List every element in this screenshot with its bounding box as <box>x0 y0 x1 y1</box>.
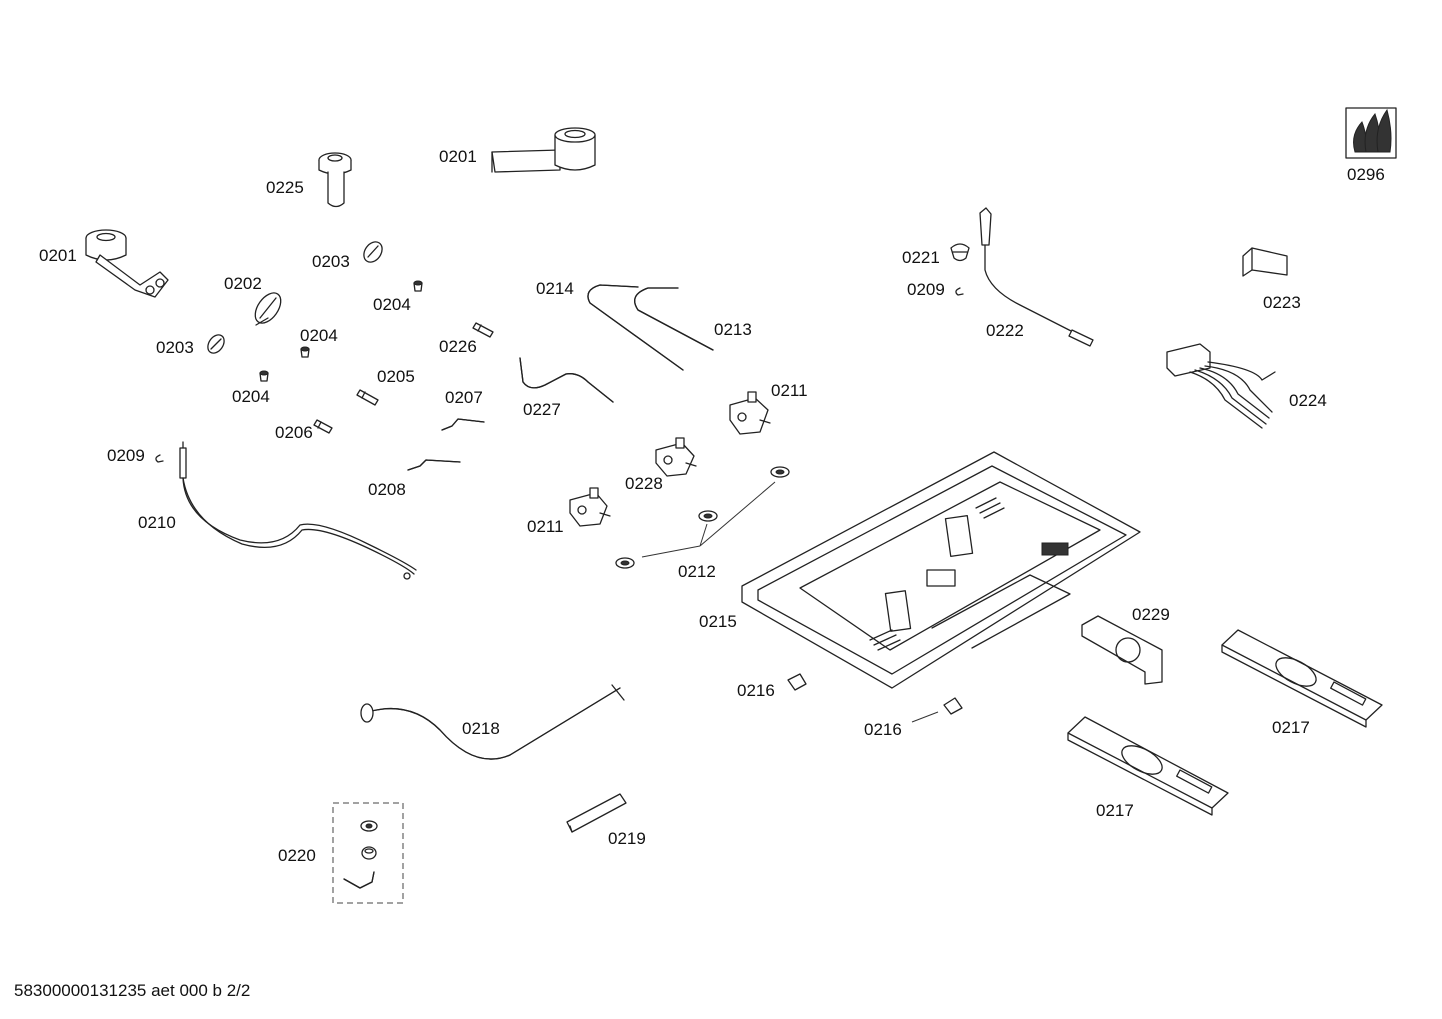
part-0210-thermocouple[interactable] <box>179 441 417 580</box>
label-0211-b: 0211 <box>527 517 564 536</box>
label-0209-a: 0209 <box>107 446 145 465</box>
label-0210: 0210 <box>138 513 176 532</box>
label-0219: 0219 <box>608 829 646 848</box>
label-0201-left: 0201 <box>39 246 77 265</box>
part-0209-clip-b[interactable] <box>955 287 964 296</box>
part-0205-injector[interactable] <box>356 389 379 406</box>
part-0209-clip-a[interactable] <box>155 454 164 463</box>
label-0203-b: 0203 <box>156 338 194 357</box>
label-0212: 0212 <box>678 562 716 581</box>
part-0225-burner-small[interactable] <box>318 152 352 208</box>
part-0212-washers[interactable] <box>615 466 790 569</box>
label-0204-c: 0204 <box>232 387 270 406</box>
label-0213: 0213 <box>714 320 752 339</box>
label-0214: 0214 <box>536 279 574 298</box>
label-0229: 0229 <box>1132 605 1170 624</box>
part-0204-nozzle-a[interactable] <box>413 280 423 292</box>
part-0216-clip-a[interactable] <box>787 673 807 691</box>
label-0215: 0215 <box>699 612 737 631</box>
document-reference-footer: 58300000131235 aet 000 b 2/2 <box>14 981 251 1000</box>
label-0204-a: 0204 <box>373 295 411 314</box>
part-0223-connector-box[interactable] <box>1242 247 1288 277</box>
part-0228-valve[interactable] <box>655 437 697 477</box>
part-0208-bent-pipe[interactable] <box>407 459 461 471</box>
part-0218-gas-pipe[interactable] <box>360 684 625 760</box>
label-0201-top: 0201 <box>439 147 477 166</box>
label-0202: 0202 <box>224 274 262 293</box>
label-0222: 0222 <box>986 321 1024 340</box>
label-0216-b: 0216 <box>864 720 902 739</box>
label-0221: 0221 <box>902 248 940 267</box>
label-0217-b: 0217 <box>1096 801 1134 820</box>
label-0218: 0218 <box>462 719 500 738</box>
part-0226-injector[interactable] <box>472 322 494 338</box>
label-0225: 0225 <box>266 178 304 197</box>
part-0211-valve-a[interactable] <box>729 391 771 435</box>
part-0203-knob-b[interactable] <box>205 332 228 356</box>
part-0222-ignition-electrode[interactable] <box>979 207 1094 347</box>
part-0204-nozzle-b[interactable] <box>300 346 310 358</box>
label-0211-a: 0211 <box>771 381 808 400</box>
label-0203-a: 0203 <box>312 252 350 271</box>
part-0221-ignition-cap[interactable] <box>950 243 970 262</box>
part-0201-burner-left[interactable] <box>85 229 169 298</box>
part-0207-bent-pipe[interactable] <box>441 418 485 431</box>
label-0208: 0208 <box>368 480 406 499</box>
label-0224: 0224 <box>1289 391 1327 410</box>
label-0226: 0226 <box>439 337 477 356</box>
part-0220-connector-kit[interactable] <box>332 802 404 904</box>
label-0216-a: 0216 <box>737 681 775 700</box>
label-0207: 0207 <box>445 388 483 407</box>
label-0228: 0228 <box>625 474 663 493</box>
part-0213-tube[interactable] <box>634 287 714 351</box>
label-0205: 0205 <box>377 367 415 386</box>
label-0204-b: 0204 <box>300 326 338 345</box>
part-0219-strip[interactable] <box>566 793 627 833</box>
label-0296: 0296 <box>1347 165 1385 184</box>
part-0217-plate-a[interactable] <box>1221 629 1383 728</box>
part-0296-gas-symbol[interactable] <box>1345 107 1397 159</box>
part-0216-clip-b[interactable] <box>911 697 963 723</box>
part-0217-plate-b[interactable] <box>1067 716 1229 816</box>
label-0227: 0227 <box>523 400 561 419</box>
part-0202-knob[interactable] <box>250 288 286 327</box>
part-0224-wiring-harness[interactable] <box>1166 343 1276 429</box>
part-0203-knob-a[interactable] <box>360 238 386 265</box>
part-0227-tube[interactable] <box>519 357 614 403</box>
part-0201-burner-top[interactable] <box>491 127 596 173</box>
part-0211-valve-b[interactable] <box>569 487 611 527</box>
label-0206: 0206 <box>275 423 313 442</box>
part-0215-base-tray[interactable] <box>741 451 1141 689</box>
part-0229-bracket[interactable] <box>1081 615 1163 685</box>
label-0223: 0223 <box>1263 293 1301 312</box>
part-0206-injector[interactable] <box>313 419 333 434</box>
part-0214-tube[interactable] <box>587 284 684 371</box>
label-0209-b: 0209 <box>907 280 945 299</box>
label-0217-a: 0217 <box>1272 718 1310 737</box>
part-0204-nozzle-c[interactable] <box>259 370 269 382</box>
label-0220: 0220 <box>278 846 316 865</box>
